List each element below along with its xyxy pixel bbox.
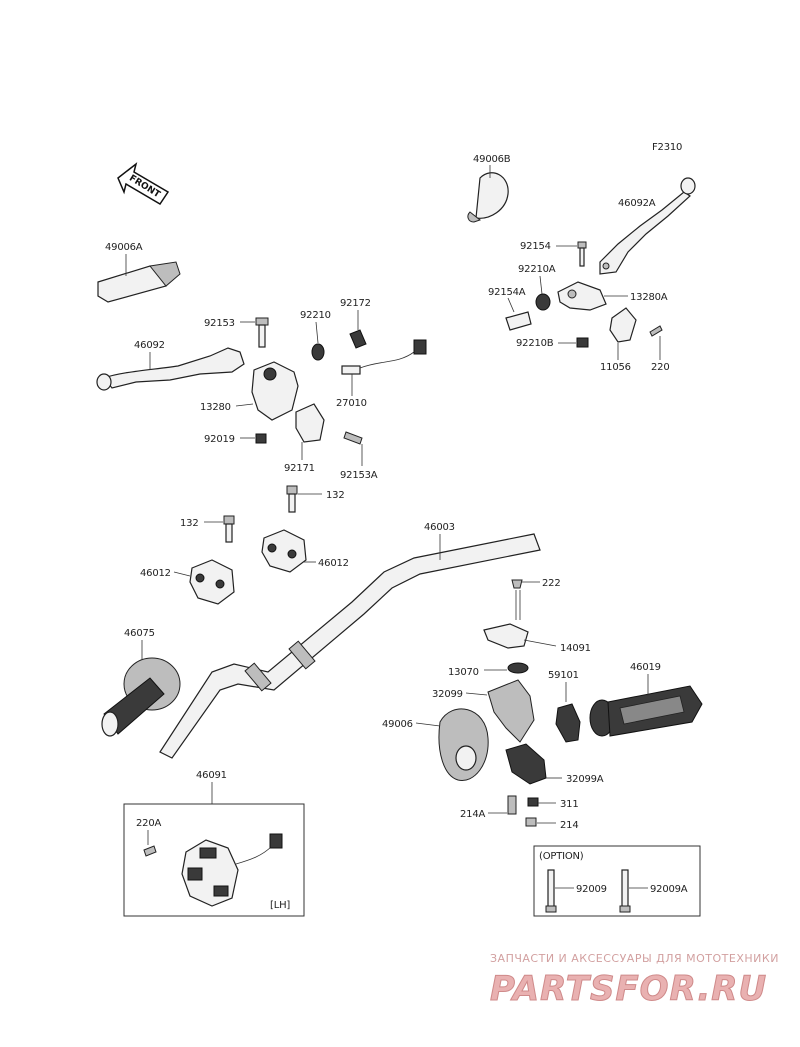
label-214A: 214A xyxy=(460,809,485,820)
label-46019: 46019 xyxy=(630,662,661,673)
label-92171: 92171 xyxy=(284,463,315,474)
clamp-46012-right xyxy=(261,529,307,573)
label-49006B: 49006B xyxy=(473,154,511,165)
label-46092A: 46092A xyxy=(618,198,656,209)
adjuster-92210 xyxy=(311,343,325,361)
label-46012-right: 46012 xyxy=(318,558,349,569)
guard-49006 xyxy=(438,708,489,781)
clamp-11056 xyxy=(609,307,637,343)
label-13070: 13070 xyxy=(448,667,479,678)
handlebar-46003 xyxy=(159,533,541,759)
label-92153A: 92153A xyxy=(340,470,378,481)
nut-13070 xyxy=(507,662,529,674)
label-59101: 59101 xyxy=(548,670,579,681)
label-13280: 13280 xyxy=(200,402,231,413)
lh-switch-box: 220A [LH] xyxy=(123,803,305,917)
bolt-132-left xyxy=(223,515,235,543)
screw-311 xyxy=(527,797,539,807)
label-49006: 49006 xyxy=(382,719,413,730)
label-132-left: 132 xyxy=(180,518,199,529)
cover-14091 xyxy=(483,623,529,649)
label-92154A: 92154A xyxy=(488,287,526,298)
label-92019: 92019 xyxy=(204,434,235,445)
watermark-brand: PARTSFOR.RU xyxy=(490,969,767,1009)
option-box-label: (OPTION) xyxy=(539,851,584,862)
label-46092: 46092 xyxy=(134,340,165,351)
guard-49006A xyxy=(97,261,181,303)
grip-46075 xyxy=(101,657,181,737)
label-220: 220 xyxy=(651,362,670,373)
screw-220 xyxy=(649,325,663,337)
bolt-92153A xyxy=(343,431,363,445)
label-92210B: 92210B xyxy=(516,338,554,349)
screw-220A xyxy=(143,845,157,857)
bolt-92153 xyxy=(255,317,269,348)
label-49006A: 49006A xyxy=(105,242,143,253)
nut-92210B xyxy=(576,337,589,348)
label-14091: 14091 xyxy=(560,643,591,654)
watermark-tagline: ЗАПЧАСТИ И АКСЕССУАРЫ ДЛЯ МОТОТЕХНИКИ xyxy=(490,952,779,965)
bolt-132-right xyxy=(286,485,298,513)
bolt-92154 xyxy=(577,241,587,267)
bracket-13280A xyxy=(557,281,607,311)
screw-92154A xyxy=(505,311,532,331)
clamp-92171 xyxy=(295,403,325,443)
screw-214 xyxy=(525,817,537,827)
housing-32099A xyxy=(505,743,547,785)
screw-222 xyxy=(511,579,523,589)
lever-46092A xyxy=(599,177,696,275)
figure-code: F2310 xyxy=(652,142,682,153)
label-46012-left: 46012 xyxy=(140,568,171,579)
adjuster-92210A xyxy=(535,293,551,311)
label-46003: 46003 xyxy=(424,522,455,533)
guide-59101 xyxy=(555,703,581,743)
label-220A: 220A xyxy=(136,818,161,829)
label-11056: 11056 xyxy=(600,362,631,373)
clamp-46012-left xyxy=(189,559,235,605)
label-222: 222 xyxy=(542,578,561,589)
adjuster-92172 xyxy=(349,329,367,349)
screw-214A xyxy=(507,795,517,815)
label-92210: 92210 xyxy=(300,310,331,321)
switch-46091 xyxy=(181,833,283,907)
label-27010: 27010 xyxy=(336,398,367,409)
guard-49006B xyxy=(467,172,509,223)
label-92154: 92154 xyxy=(520,241,551,252)
housing-32099 xyxy=(487,679,535,743)
label-92172: 92172 xyxy=(340,298,371,309)
lh-label: [LH] xyxy=(270,900,290,911)
bolt-92009 xyxy=(545,869,557,913)
bracket-13280 xyxy=(251,361,299,421)
front-arrow-icon: FRONT xyxy=(117,162,170,206)
label-32099A: 32099A xyxy=(566,774,604,785)
label-92210A: 92210A xyxy=(518,264,556,275)
bolt-92009A xyxy=(619,869,631,913)
label-32099: 32099 xyxy=(432,689,463,700)
lever-46092 xyxy=(96,347,245,391)
label-214: 214 xyxy=(560,820,579,831)
label-311: 311 xyxy=(560,799,579,810)
label-132-right: 132 xyxy=(326,490,345,501)
label-13280A: 13280A xyxy=(630,292,668,303)
label-46075: 46075 xyxy=(124,628,155,639)
option-box: (OPTION) 92009 92009A xyxy=(533,845,701,917)
label-92009A: 92009A xyxy=(650,884,688,895)
label-92153: 92153 xyxy=(204,318,235,329)
label-92009: 92009 xyxy=(576,884,607,895)
watermark-logo: ЗАПЧАСТИ И АКСЕССУАРЫ ДЛЯ МОТОТЕХНИКИ PA… xyxy=(490,952,779,1010)
switch-27010 xyxy=(341,339,427,375)
grip-46019 xyxy=(589,685,703,737)
nut-92019 xyxy=(255,433,267,444)
label-46091: 46091 xyxy=(196,770,227,781)
